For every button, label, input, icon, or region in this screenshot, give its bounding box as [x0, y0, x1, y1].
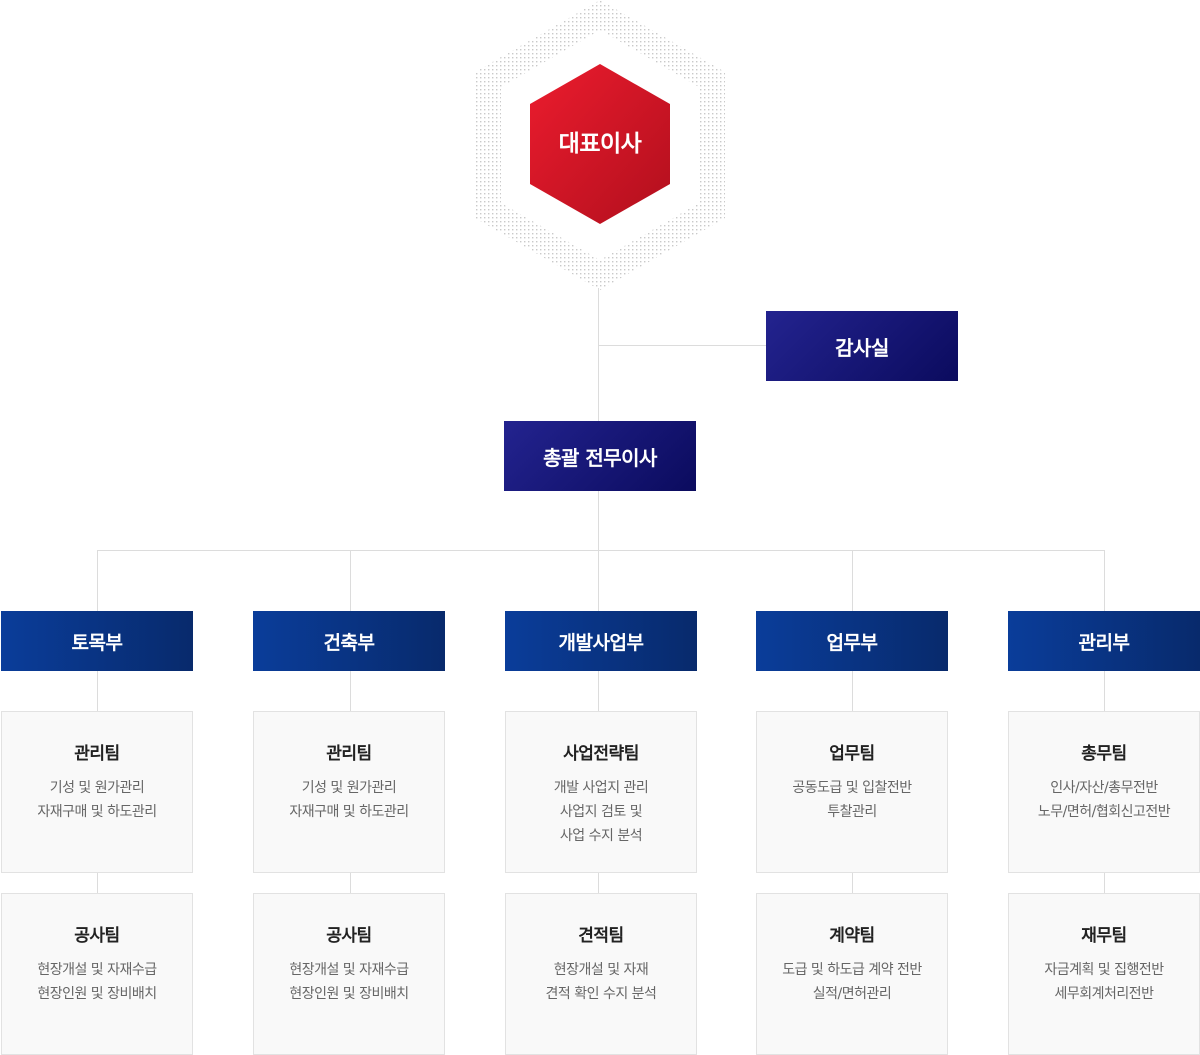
department-development: 개발사업부 — [505, 611, 697, 671]
team-duty: 공동도급 및 입찰전반 — [792, 780, 912, 796]
team-description: 현장개설 및 자재수급 현장인원 및 장비배치 — [2, 958, 192, 1006]
team-duty: 노무/면허/협회신고전반 — [1037, 804, 1171, 820]
connector-dept-drop — [1104, 550, 1105, 611]
team-duty: 현장개설 및 자재수급 — [37, 962, 157, 978]
team-name: 공사팀 — [74, 926, 120, 946]
connector-team-to-team — [852, 873, 853, 893]
department-business: 업무부 — [756, 611, 948, 671]
ceo-hexagon — [475, 0, 725, 290]
team-box: 재무팀 자금계획 및 집행전반 세무회계처리전반 — [1008, 893, 1200, 1055]
team-box: 계약팀 도급 및 하도급 계약 전반 실적/면허관리 — [756, 893, 948, 1055]
team-description: 현장개설 및 자재수급 현장인원 및 장비배치 — [254, 958, 444, 1006]
department-civil: 토목부 — [1, 611, 193, 671]
team-description: 자금계획 및 집행전반 세무회계처리전반 — [1009, 958, 1199, 1006]
team-description: 기성 및 원가관리 자재구매 및 하도관리 — [2, 776, 192, 824]
connector-ceo-to-executive — [598, 288, 599, 421]
team-duty: 사업지 검토 및 — [559, 804, 643, 820]
department-architecture: 건축부 — [253, 611, 445, 671]
connector-team-to-team — [598, 873, 599, 893]
team-box: 총무팀 인사/자산/총무전반 노무/면허/협회신고전반 — [1008, 711, 1200, 873]
team-duty: 자재구매 및 하도관리 — [37, 804, 157, 820]
team-description: 현장개설 및 자재 견적 확인 수지 분석 — [506, 958, 696, 1006]
team-box: 관리팀 기성 및 원가관리 자재구매 및 하도관리 — [253, 711, 445, 873]
team-duty: 현장인원 및 장비배치 — [37, 986, 157, 1002]
ceo-hexagon-red-core — [530, 64, 670, 224]
department-label: 업무부 — [826, 631, 878, 654]
team-box: 관리팀 기성 및 원가관리 자재구매 및 하도관리 — [1, 711, 193, 873]
connector-team-to-team — [350, 873, 351, 893]
ceo-label: 대표이사 — [558, 131, 642, 157]
connector-dept-to-team — [97, 671, 98, 711]
department-management: 관리부 — [1008, 611, 1200, 671]
connector-dept-to-team — [852, 671, 853, 711]
connector-department-bus — [97, 550, 1105, 551]
team-description: 개발 사업지 관리 사업지 검토 및 사업 수지 분석 — [506, 776, 696, 848]
team-duty: 견적 확인 수지 분석 — [545, 986, 657, 1002]
team-duty: 개발 사업지 관리 — [553, 780, 649, 796]
team-duty: 도급 및 하도급 계약 전반 — [782, 962, 922, 978]
team-name: 업무팀 — [829, 744, 875, 764]
team-name: 계약팀 — [829, 926, 875, 946]
department-label: 관리부 — [1078, 631, 1130, 654]
connector-team-to-team — [1104, 873, 1105, 893]
team-duty: 기성 및 원가관리 — [49, 780, 145, 796]
executive-director-label: 총괄 전무이사 — [543, 445, 657, 470]
team-box: 견적팀 현장개설 및 자재 견적 확인 수지 분석 — [505, 893, 697, 1055]
team-duty: 현장개설 및 자재수급 — [289, 962, 409, 978]
connector-dept-drop — [97, 550, 98, 611]
connector-to-audit — [598, 345, 766, 346]
team-duty: 인사/자산/총무전반 — [1050, 780, 1158, 796]
connector-dept-to-team — [1104, 671, 1105, 711]
team-box: 사업전략팀 개발 사업지 관리 사업지 검토 및 사업 수지 분석 — [505, 711, 697, 873]
team-name: 공사팀 — [326, 926, 372, 946]
team-name: 관리팀 — [74, 744, 120, 764]
team-name: 견적팀 — [578, 926, 624, 946]
connector-team-to-team — [97, 873, 98, 893]
team-duty: 자금계획 및 집행전반 — [1044, 962, 1164, 978]
team-duty: 세무회계처리전반 — [1054, 986, 1154, 1002]
team-name: 관리팀 — [326, 744, 372, 764]
team-duty: 투찰관리 — [827, 804, 877, 820]
team-description: 기성 및 원가관리 자재구매 및 하도관리 — [254, 776, 444, 824]
team-box: 공사팀 현장개설 및 자재수급 현장인원 및 장비배치 — [253, 893, 445, 1055]
team-name: 재무팀 — [1081, 926, 1127, 946]
department-label: 토목부 — [71, 631, 123, 654]
department-label: 건축부 — [323, 631, 375, 654]
team-duty: 사업 수지 분석 — [559, 828, 643, 844]
team-duty: 현장인원 및 장비배치 — [289, 986, 409, 1002]
team-duty: 현장개설 및 자재 — [553, 962, 649, 978]
team-box: 공사팀 현장개설 및 자재수급 현장인원 및 장비배치 — [1, 893, 193, 1055]
executive-director-box: 총괄 전무이사 — [504, 421, 696, 491]
team-duty: 자재구매 및 하도관리 — [289, 804, 409, 820]
connector-dept-to-team — [598, 671, 599, 711]
connector-dept-drop — [852, 550, 853, 611]
team-name: 사업전략팀 — [563, 744, 639, 764]
team-box: 업무팀 공동도급 및 입찰전반 투찰관리 — [756, 711, 948, 873]
team-description: 인사/자산/총무전반 노무/면허/협회신고전반 — [1009, 776, 1199, 824]
connector-dept-drop — [350, 550, 351, 611]
team-description: 도급 및 하도급 계약 전반 실적/면허관리 — [757, 958, 947, 1006]
team-description: 공동도급 및 입찰전반 투찰관리 — [757, 776, 947, 824]
connector-dept-to-team — [350, 671, 351, 711]
department-label: 개발사업부 — [558, 631, 644, 654]
team-duty: 실적/면허관리 — [812, 986, 892, 1002]
audit-office-label: 감사실 — [835, 335, 889, 360]
team-duty: 기성 및 원가관리 — [301, 780, 397, 796]
team-name: 총무팀 — [1081, 744, 1127, 764]
audit-office-box: 감사실 — [766, 311, 958, 381]
